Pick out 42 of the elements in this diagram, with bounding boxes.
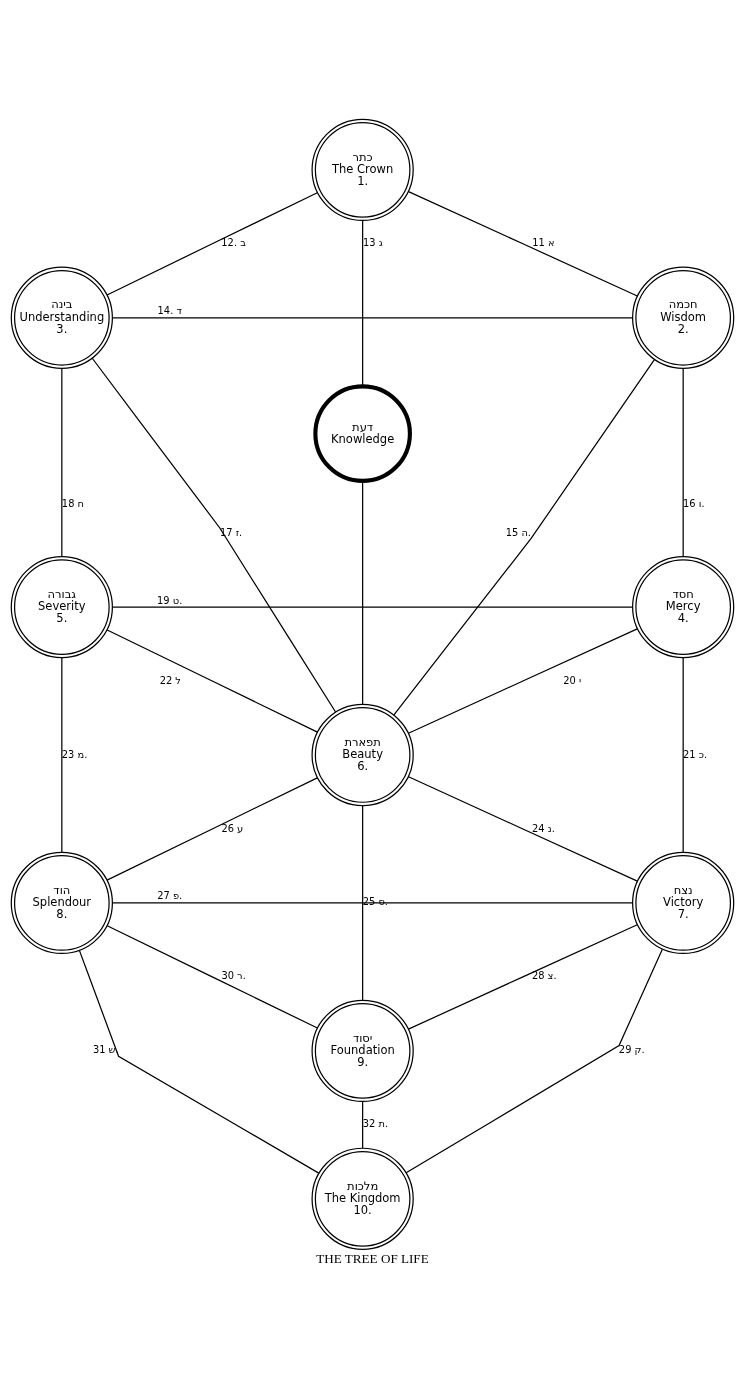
- edge-label: 12. ב: [221, 237, 246, 249]
- connector: [106, 192, 318, 296]
- edge-label: 14. ד: [157, 305, 182, 317]
- edge-label: א 11: [532, 237, 555, 249]
- edge-label: ה 15.: [505, 526, 532, 538]
- connector: [362, 480, 364, 705]
- connector: [106, 925, 318, 1029]
- connector: [362, 219, 364, 387]
- connector: [111, 317, 634, 319]
- edge-label: נ 24.: [532, 822, 555, 834]
- connector: [78, 949, 320, 1174]
- edge-label: י 20: [563, 674, 582, 686]
- edge-label: ק 29.: [618, 1044, 645, 1056]
- edge-label: פ 27.: [157, 890, 183, 902]
- edge-label: צ 28.: [531, 970, 557, 982]
- edge-label: ע 26: [221, 822, 244, 834]
- connector: [91, 357, 337, 713]
- edge-label: ח 18: [61, 497, 84, 509]
- connector: [362, 805, 364, 1001]
- edge-label: ו 16.: [683, 497, 705, 509]
- edge-label: ל 22: [159, 674, 181, 686]
- connector: [407, 924, 638, 1030]
- connector: [362, 1101, 364, 1149]
- connector: [106, 629, 318, 733]
- edge-label: ט 19.: [157, 594, 183, 606]
- connector: [61, 657, 63, 853]
- edge-label: ר 30.: [221, 970, 246, 982]
- edge-label: ת 32.: [362, 1118, 389, 1130]
- connector: [407, 191, 638, 297]
- connector: [682, 367, 684, 558]
- edge-label: ג 13: [363, 237, 383, 249]
- connector: [111, 606, 634, 608]
- connector: [111, 902, 634, 904]
- connector: [682, 657, 684, 853]
- connector: [407, 628, 638, 734]
- connector: [405, 948, 663, 1174]
- caption: THE TREE OF LIFE: [316, 1251, 429, 1267]
- connector: [407, 776, 638, 882]
- edge-label: מ 23.: [61, 748, 88, 760]
- connector: [61, 367, 63, 558]
- connector: [106, 777, 318, 881]
- connector: [393, 358, 655, 716]
